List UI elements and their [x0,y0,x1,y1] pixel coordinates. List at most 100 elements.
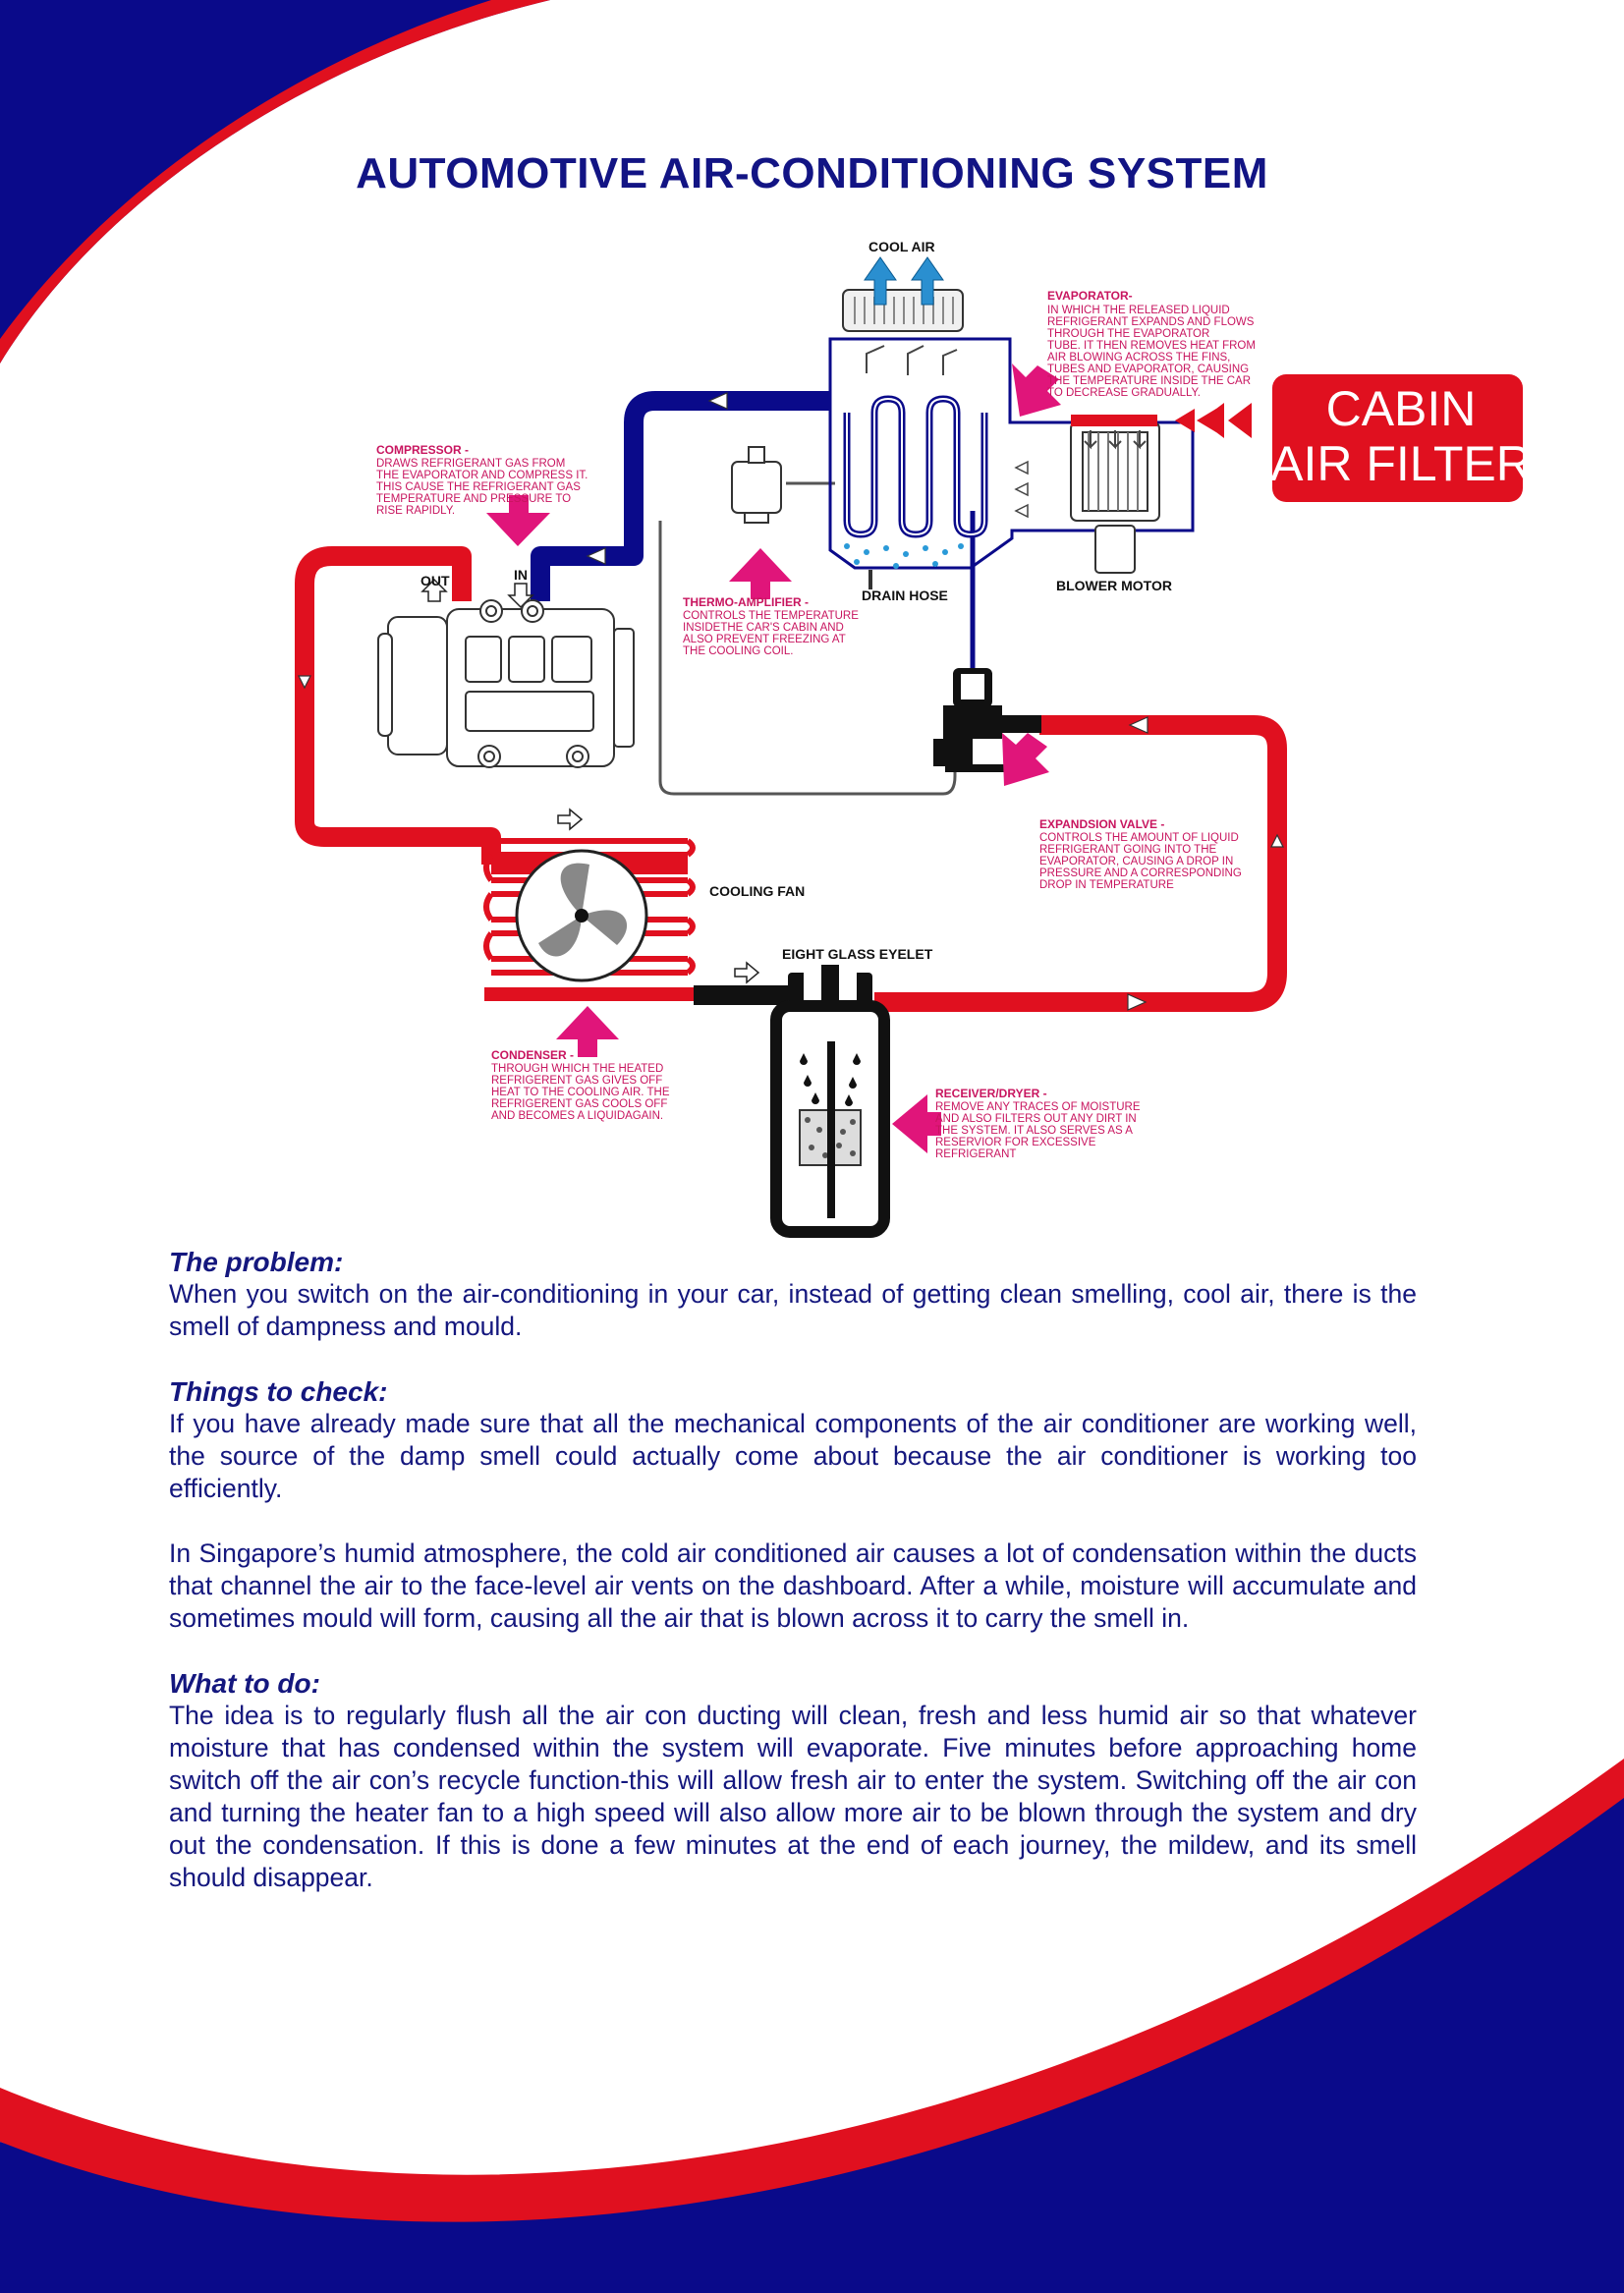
top-left-navy-swoosh [0,0,550,364]
page-title: AUTOMOTIVE AIR-CONDITIONING SYSTEM [356,149,1268,197]
condenser-caption-line: AND BECOMES A LIQUIDAGAIN. [491,1110,663,1122]
sight-glass-label: EIGHT GLASS EYELET [782,946,933,962]
cabin-filter-arrows [1175,403,1252,438]
cabin-air-filter-badge: CABIN AIR FILTER [1270,374,1532,502]
filter-air-arrows [1084,430,1147,450]
problem-heading: The problem: [169,1247,344,1277]
thermo-caption-line: CONTROLS THE TEMPERATURE [683,610,859,622]
badge-line2: AIR FILTER [1270,436,1532,491]
receiver-caption-line: RESERVIOR FOR EXCESSIVE [935,1137,1096,1148]
ac-system-diagram: OUT IN COOL AIR [295,239,1532,1238]
todo-heading: What to do: [169,1668,320,1699]
pointer-arrows [486,364,1061,1153]
condenser-to-receiver [484,987,776,1001]
problem-paragraph: When you switch on the air-conditioning … [169,1279,1417,1341]
receiver-dryer [694,965,890,1238]
cooling-fan-label: COOLING FAN [709,883,805,899]
check-heading: Things to check: [169,1376,388,1407]
thermo-amplifier [731,446,782,524]
condenser-caption-line: REFRIGERENT GAS GIVES OFF [491,1075,662,1087]
todo-paragraph: The idea is to regularly flush all the a… [169,1701,1417,1892]
compressor-pointer [486,495,550,546]
cooling-fan [515,849,648,982]
todo-section: What to do: The idea is to regularly flu… [169,1667,1417,1894]
expansion-caption-line: DROP IN TEMPERATURE [1039,879,1174,891]
thermo-caption-line: ALSO PREVENT FREEZING AT [683,634,846,645]
liquid-line [874,715,1287,1012]
evaporator-caption-title: EVAPORATOR- [1047,289,1133,303]
bottom-navy-swoosh [0,1778,1624,2293]
evaporator-caption-line: TUBES AND EVAPORATOR, CAUSING [1047,364,1249,375]
condenser-caption-line: THROUGH WHICH THE HEATED [491,1063,663,1075]
evaporator-caption-line: THE TEMPERATURE INSIDE THE CAR [1047,375,1251,387]
compressor-out-label: OUT [420,573,450,588]
receiver-caption-line: REMOVE ANY TRACES OF MOISTURE [935,1101,1141,1113]
evaporator-caption-line: AIR BLOWING ACROSS THE FINS, [1047,352,1230,364]
thermo-sensor-line [658,521,957,796]
cabin-air-filter-element [1071,415,1157,426]
receiver-caption-line: THE SYSTEM. IT ALSO SERVES AS A [935,1125,1133,1137]
compressor-caption-line: DRAWS REFRIGERANT GAS FROM [376,458,565,470]
receiver-caption: RECEIVER/DRYER -REMOVE ANY TRACES OF MOI… [935,1087,1141,1160]
air-flow-hooks [866,345,958,375]
compressor-out-line [295,546,501,865]
receiver-caption-line: AND ALSO FILTERS OUT ANY DIRT IN [935,1113,1137,1125]
compressor-caption-line: RISE RAPIDLY. [376,505,455,517]
thermo-caption: THERMO-AMPLIFIER -CONTROLS THE TEMPERATU… [683,595,859,657]
thermo-caption-line: INSIDETHE CAR'S CABIN AND [683,622,844,634]
article-body: The problem: When you switch on the air-… [169,1246,1417,1927]
drain-hose-label: DRAIN HOSE [862,587,948,603]
badge-line1: CABIN [1326,381,1477,436]
suction-line [531,391,830,601]
compressor-in-label: IN [514,567,528,583]
expansion-caption-line: EVAPORATOR, CAUSING A DROP IN [1039,856,1233,867]
expansion-valve [933,668,1041,772]
evaporator-caption-line: REFRIGERANT EXPANDS AND FLOWS [1047,316,1255,328]
blower-motor [1070,421,1160,574]
condenser-pointer [556,1006,619,1057]
receiver-caption-line: REFRIGERANT [935,1148,1016,1160]
compressor-caption-line: THIS CAUSE THE REFRIGERANT GAS [376,481,581,493]
evaporator-caption-line: THROUGH THE EVAPORATOR [1047,328,1209,340]
evaporator-housing [828,337,1195,570]
water-drops [844,543,964,569]
intake-arrows [1014,460,1029,519]
thermo-caption-line: THE COOLING COIL. [683,645,793,657]
vent-grille [842,289,964,332]
evaporator-caption-line: IN WHICH THE RELEASED LIQUID [1047,305,1230,316]
cool-air-arrows [864,256,944,306]
bottom-red-swoosh [0,1759,1624,2222]
thermo-pointer [729,548,792,599]
expansion-caption-line: PRESSURE AND A CORRESPONDING [1039,867,1242,879]
evaporator-caption-line: TUBE. IT THEN REMOVES HEAT FROM [1047,340,1256,352]
expansion-caption-line: REFRIGERANT GOING INTO THE [1039,844,1217,856]
receiver-pointer [892,1094,941,1153]
compressor-caption-line: THE EVAPORATOR AND COMPRESS IT. [376,470,588,481]
evaporator-caption-line: TO DECREASE GRADUALLY. [1047,387,1201,399]
check-paragraph: If you have already made sure that all t… [169,1409,1417,1503]
condenser-caption-title: CONDENSER - [491,1048,574,1062]
evaporator-coil [843,395,988,538]
evaporator-coil-inner [846,397,985,536]
cool-air-label: COOL AIR [868,239,935,254]
compressor [377,599,635,768]
check-section: Things to check: If you have already mad… [169,1375,1417,1635]
thermo-caption-title: THERMO-AMPLIFIER - [683,595,809,609]
compressor-caption-title: COMPRESSOR - [376,443,469,457]
compressor-caption-line: TEMPERATURE AND PRESSURE TO [376,493,571,505]
blower-motor-label: BLOWER MOTOR [1056,578,1172,593]
flow-arrows [298,392,1284,1011]
expansion-caption-title: EXPANDSION VALVE - [1039,817,1164,831]
low-pressure-lines [531,391,830,601]
expansion-caption-line: CONTROLS THE AMOUNT OF LIQUID [1039,832,1239,844]
problem-section: The problem: When you switch on the air-… [169,1246,1417,1343]
condenser-caption-line: HEAT TO THE COOLING AIR. THE [491,1087,670,1098]
expansion-caption: EXPANDSION VALVE -CONTROLS THE AMOUNT OF… [1039,817,1242,891]
check-paragraph: In Singapore’s humid atmosphere, the col… [169,1538,1417,1633]
expansion-pointer [1002,733,1049,786]
receiver-caption-title: RECEIVER/DRYER - [935,1087,1047,1100]
